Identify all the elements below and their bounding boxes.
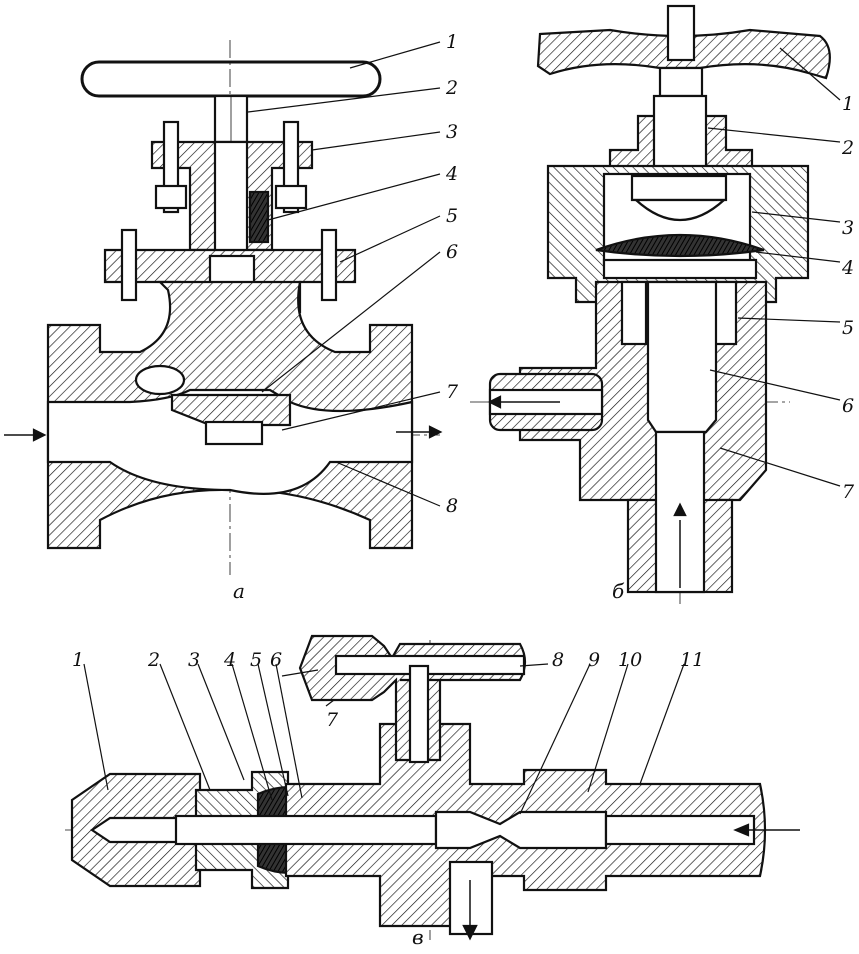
callout-a-3: 3 bbox=[446, 121, 458, 143]
figure-a-labels: 1 2 3 4 5 6 7 8 а bbox=[233, 31, 459, 603]
callout-a-1: 1 bbox=[446, 31, 458, 53]
callout-b-5: 5 bbox=[842, 317, 854, 339]
callout-c-2: 2 bbox=[147, 649, 160, 671]
callout-a-8: 8 bbox=[446, 495, 458, 517]
callout-a-7: 7 bbox=[446, 381, 459, 403]
callout-a-4: 4 bbox=[445, 163, 458, 185]
callout-c-11: 11 bbox=[680, 649, 704, 671]
callout-c-1: 1 bbox=[72, 649, 84, 671]
callout-b-3: 3 bbox=[842, 217, 854, 239]
callout-c-4: 4 bbox=[223, 649, 236, 671]
callout-a-5: 5 bbox=[446, 205, 458, 227]
figure-c-caption: в bbox=[412, 925, 424, 949]
figure-a-globe-valve bbox=[4, 40, 443, 575]
callout-b-1: 1 bbox=[842, 93, 854, 115]
callout-c-10: 10 bbox=[618, 649, 642, 671]
figure-c-needle-valve bbox=[65, 634, 800, 941]
callout-c-9: 9 bbox=[588, 649, 600, 671]
figure-b-labels: 1 2 3 4 5 6 7 б bbox=[612, 93, 855, 603]
figure-b-angle-valve bbox=[470, 4, 841, 605]
callout-c-3: 3 bbox=[188, 649, 200, 671]
figure-b-caption: б bbox=[612, 579, 625, 603]
callout-b-6: 6 bbox=[842, 395, 854, 417]
callout-b-7: 7 bbox=[842, 481, 855, 503]
callout-c-6: 6 bbox=[270, 649, 282, 671]
callout-c-5: 5 bbox=[250, 649, 262, 671]
figure-c-labels: 1 2 3 4 5 6 7 8 9 10 11 в bbox=[72, 649, 704, 949]
callout-a-6: 6 bbox=[446, 241, 458, 263]
callout-b-2: 2 bbox=[841, 137, 854, 159]
callout-b-4: 4 bbox=[841, 257, 854, 279]
callout-c-7: 7 bbox=[326, 709, 339, 731]
figure-a-caption: а bbox=[233, 579, 245, 603]
callout-c-8: 8 bbox=[552, 649, 564, 671]
callout-a-2: 2 bbox=[445, 77, 458, 99]
